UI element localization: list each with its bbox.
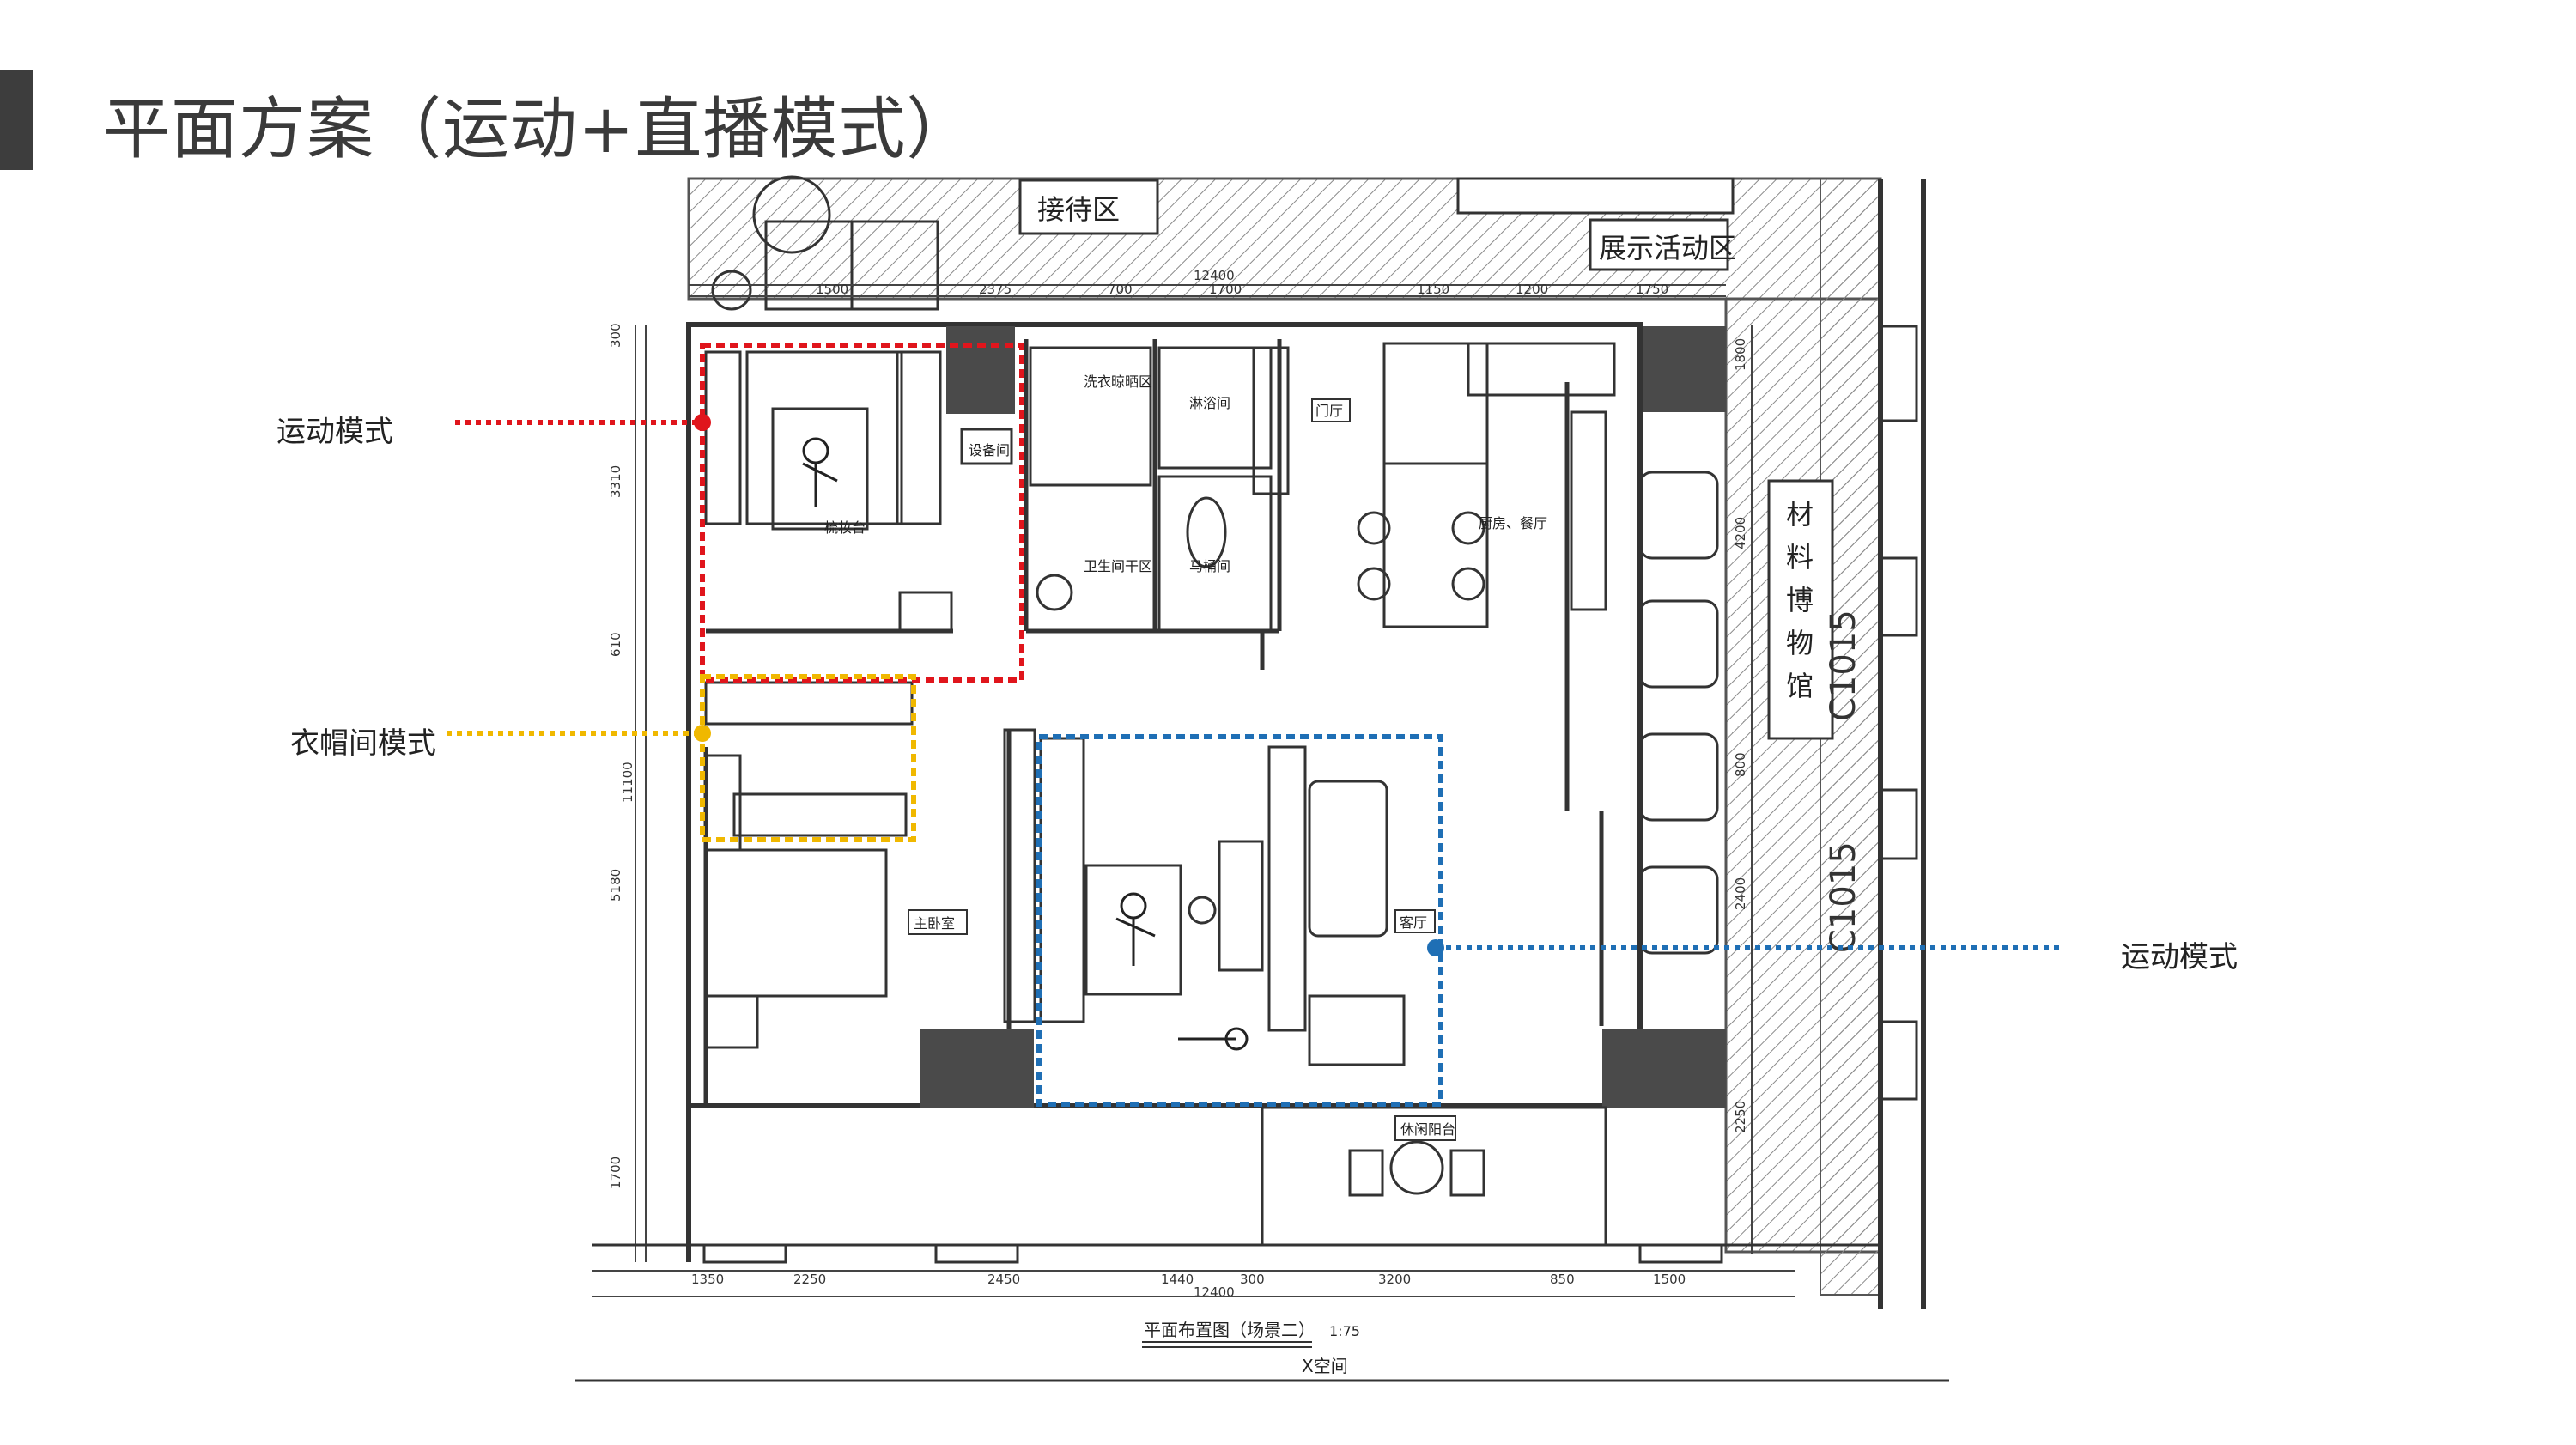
callout-leaders [447, 420, 2061, 950]
dim-top-4: 1700 [1209, 282, 1242, 297]
outer-walls [686, 179, 1926, 1309]
dim-bottom-4: 1440 [1161, 1272, 1194, 1287]
leader-dot-red [694, 414, 711, 431]
page-title: 平面方案（运动+直播模式） [103, 91, 975, 168]
reception-area [711, 175, 1735, 311]
drawing-scale: 1:75 [1329, 1323, 1360, 1339]
dim-top-2: 2375 [979, 282, 1012, 297]
exercise-machine-top [802, 437, 838, 507]
dim-right-2: 4200 [1733, 517, 1748, 549]
label-museum-2: 料 [1786, 541, 1814, 574]
label-living: 客厅 [1400, 914, 1427, 931]
zone-exercise-top [700, 343, 1024, 683]
label-equipment: 设备间 [969, 442, 1010, 458]
dim-bottom-1: 1350 [691, 1272, 724, 1287]
label-entry: 门厅 [1315, 403, 1343, 419]
dims-top [689, 284, 1726, 297]
bay-windows [1880, 325, 1918, 1101]
callout-wardrobe-mode: 衣帽间模式 [290, 726, 436, 761]
bottom-windows [592, 1243, 1880, 1264]
dim-left-1: 300 [608, 323, 623, 348]
dim-bottom-7: 850 [1550, 1272, 1575, 1287]
bathroom-fixtures [1029, 346, 1290, 633]
dim-bottom-2: 2250 [793, 1272, 826, 1287]
label-museum-3: 博 [1786, 584, 1814, 616]
dim-top-7: 1750 [1636, 282, 1668, 297]
label-shower: 淋浴间 [1189, 395, 1230, 411]
master-bedroom [704, 728, 1036, 1049]
label-toilet: 马桶间 [1189, 558, 1230, 574]
label-makeup: 梳妆台 [824, 519, 866, 536]
dim-bottom-total: 12400 [1194, 1284, 1235, 1300]
dims-bottom [592, 1270, 1795, 1297]
zone-exercise-living [1036, 734, 1443, 1107]
dim-bottom-3: 2450 [987, 1272, 1020, 1287]
zone-wardrobe [700, 674, 916, 842]
mode-zones [700, 343, 1443, 1107]
label-code-2: C1015 [1824, 841, 1863, 953]
dims-left [635, 325, 647, 1262]
wardrobe [704, 681, 914, 837]
exercise-machine-living [1115, 892, 1249, 1051]
callout-exercise-mode-right: 运动模式 [2121, 940, 2238, 974]
kitchen-fixtures [1357, 342, 1616, 628]
callout-exercise-mode-left: 运动模式 [276, 415, 393, 449]
makeup-room [704, 350, 1013, 633]
label-museum-4: 物 [1786, 627, 1814, 659]
dim-left-6: 1700 [608, 1157, 623, 1189]
label-museum-5: 馆 [1786, 670, 1814, 702]
dim-top-6: 1200 [1516, 282, 1548, 297]
leader-dot-blue [1427, 939, 1444, 956]
label-wc-dry: 卫生间干区 [1084, 558, 1152, 574]
structural-columns [920, 326, 1726, 1108]
dim-bottom-5: 300 [1240, 1272, 1265, 1287]
dim-top-3: 700 [1108, 282, 1133, 297]
leader-dot-yellow [694, 725, 711, 742]
dim-left-4: 11100 [620, 762, 635, 803]
dim-top-total: 12400 [1194, 268, 1235, 283]
dim-right-3: 800 [1733, 752, 1748, 777]
label-balcony: 休闲阳台 [1400, 1121, 1455, 1138]
label-laundry: 洗衣晾晒区 [1084, 373, 1152, 390]
dim-right-4: 2400 [1733, 877, 1748, 910]
interior-walls [703, 339, 1604, 1103]
dim-left-5: 5180 [608, 869, 623, 902]
label-reception: 接待区 [1037, 193, 1120, 226]
dim-top-1: 1500 [816, 282, 848, 297]
label-kitchen: 厨房、餐厅 [1479, 515, 1547, 531]
dim-bottom-6: 3200 [1378, 1272, 1411, 1287]
dim-left-2: 3310 [608, 465, 623, 498]
dim-bottom-8: 1500 [1653, 1272, 1686, 1287]
label-master-bedroom: 主卧室 [914, 915, 955, 932]
label-museum-1: 材 [1786, 498, 1814, 531]
drawing-title: 平面布置图（场景二） [1144, 1320, 1315, 1340]
dim-left-3: 610 [608, 632, 623, 657]
living-room [1039, 737, 1406, 1066]
dim-right-5: 2250 [1733, 1101, 1748, 1133]
museum-display [1638, 471, 1834, 955]
label-code-1: C1015 [1824, 610, 1863, 721]
title-accent-bar [0, 70, 33, 170]
space-name: X空间 [1302, 1356, 1348, 1376]
dim-right-1: 1800 [1733, 338, 1748, 371]
label-exhibition: 展示活动区 [1599, 232, 1736, 264]
dim-top-5: 1150 [1417, 282, 1449, 297]
label-museum: 材 料 博 物 馆 [1786, 498, 1814, 702]
